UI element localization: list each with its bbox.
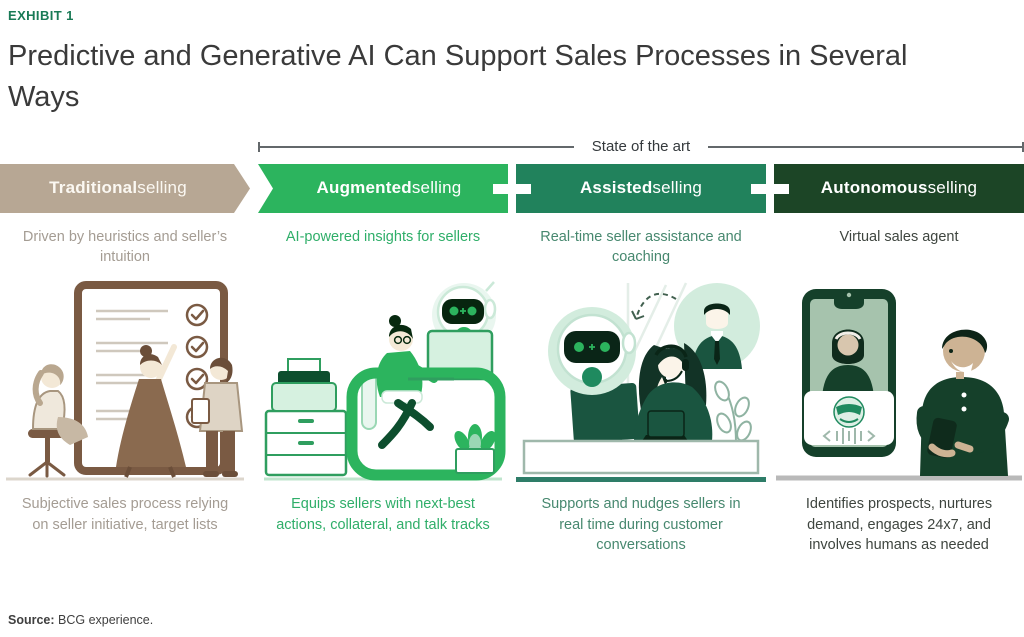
column-traditional: Driven by heuristics and seller’s intuit… — [0, 225, 250, 556]
source-label: Source: — [8, 613, 55, 627]
banner-autonomous-rest: selling — [927, 178, 978, 198]
banner-assisted-bold: Assisted — [579, 178, 653, 198]
banner-traditional-bold: Traditional — [49, 178, 138, 198]
plus-connector-icon — [751, 183, 789, 194]
augmented-subtitle: AI-powered insights for sellers — [285, 228, 481, 245]
bracket-right-tick — [1022, 141, 1024, 152]
traditional-caption: Subjective sales process relying on sell… — [21, 495, 229, 533]
autonomous-subtitle: Virtual sales agent — [839, 228, 959, 245]
robot-coach-call-icon — [516, 282, 766, 482]
column-augmented: AI-powered insights for sellers — [258, 225, 508, 556]
banner-autonomous-bold: Autonomous — [820, 178, 928, 198]
banner-traditional-rest: selling — [137, 178, 187, 198]
seller-desk-robot-icon — [264, 281, 506, 481]
traditional-illustration — [0, 279, 250, 485]
traditional-subtitle: Driven by heuristics and seller’s intuit… — [22, 228, 228, 265]
exhibit-label: EXHIBIT 1 — [8, 8, 74, 23]
augmented-caption: Equips sellers with next-best actions, c… — [276, 495, 490, 533]
state-of-the-art-bracket: State of the art — [258, 138, 1024, 156]
augmented-illustration — [258, 279, 508, 485]
bracket-left-tick — [258, 141, 260, 152]
banner-augmented-selling: Augmented selling — [258, 163, 508, 213]
autonomous-caption: Identifies prospects, nurtures demand, e… — [805, 495, 993, 554]
state-of-the-art-label: State of the art — [591, 138, 691, 156]
autonomous-illustration — [774, 279, 1024, 485]
banner-augmented-bold: Augmented — [316, 178, 412, 198]
column-autonomous: Virtual sales agent — [774, 225, 1024, 556]
page-title: Predictive and Generative AI Can Support… — [8, 40, 908, 114]
stage-banner-row: Traditional selling Augmented selling As… — [0, 163, 1024, 213]
plus-connector-icon — [493, 183, 531, 194]
people-checklist-board-icon — [6, 280, 244, 481]
exhibit-header: EXHIBIT 1 Predictive and Generative AI C… — [0, 0, 1024, 119]
banner-autonomous-selling: Autonomous selling — [774, 163, 1024, 213]
source-text: BCG experience. — [54, 613, 154, 627]
bracket-left-line — [260, 146, 574, 148]
banner-assisted-selling: Assisted selling — [516, 163, 766, 213]
assisted-subtitle: Real-time seller assistance and coaching — [540, 228, 742, 265]
virtual-agent-phone-icon — [776, 288, 1022, 481]
column-assisted: Real-time seller assistance and coaching — [516, 225, 766, 556]
stage-columns: Driven by heuristics and seller’s intuit… — [0, 225, 1024, 556]
banner-assisted-rest: selling — [652, 178, 703, 198]
bracket-right-line — [708, 146, 1022, 148]
banner-augmented-rest: selling — [411, 178, 462, 198]
banner-traditional-selling: Traditional selling — [0, 164, 250, 213]
assisted-illustration — [516, 279, 766, 485]
assisted-caption: Supports and nudges sellers in real time… — [541, 495, 741, 554]
source-note: Source: BCG experience. — [8, 613, 153, 627]
